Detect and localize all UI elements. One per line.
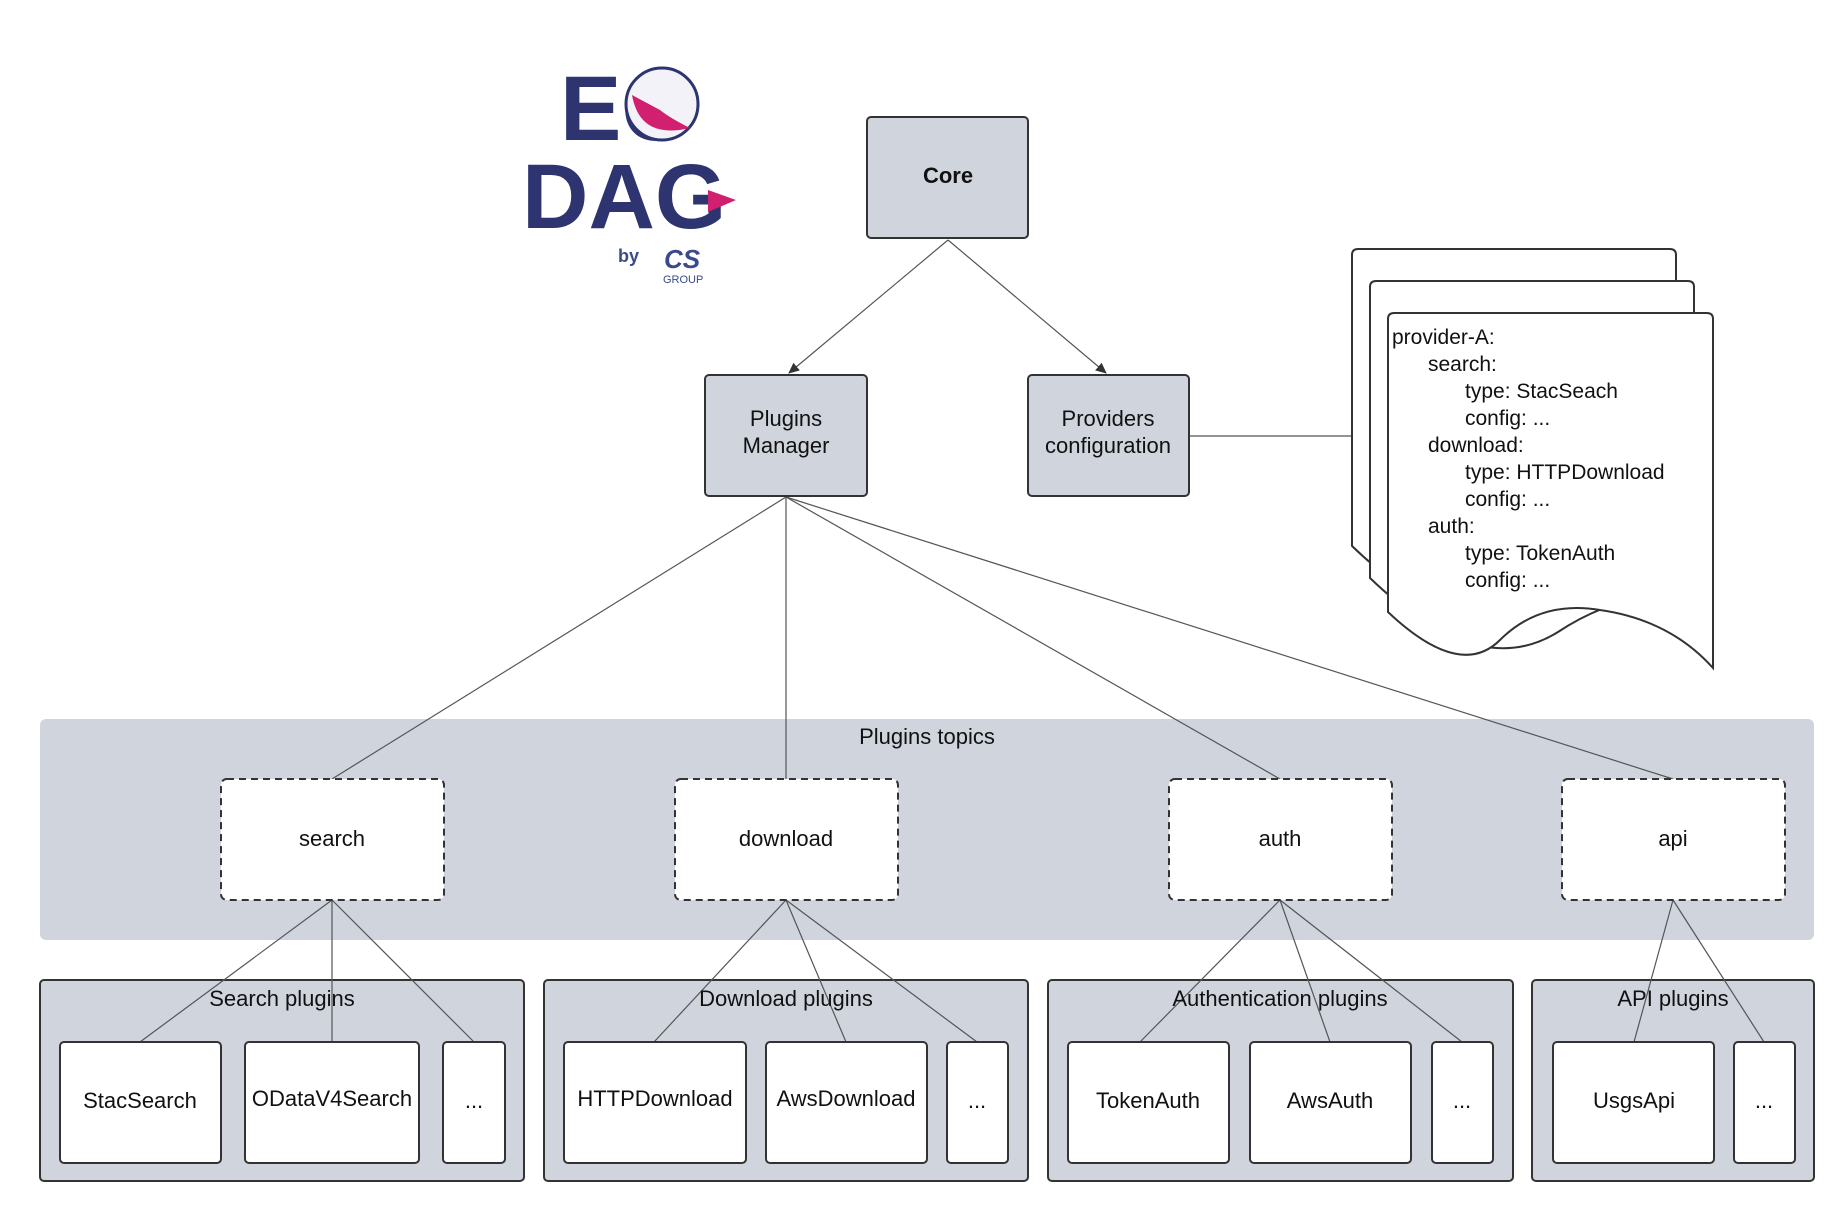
plugin-httpdownload[interactable] (563, 1041, 747, 1164)
plugin-stacsearch[interactable] (59, 1041, 222, 1164)
providers-configuration-label-line1: Providers (1062, 406, 1155, 431)
plugin-usgsapi-label: UsgsApi (1593, 1088, 1675, 1113)
logo-line2: DAG (522, 146, 726, 248)
plugin-httpdownload-label: HTTPDownload (577, 1086, 732, 1111)
topic-search-label: search (299, 826, 365, 851)
doc-line-download-type: type: HTTPDownload (1465, 461, 1665, 484)
logo-arrow-icon (708, 190, 736, 212)
edge-manager-api (785, 496, 1674, 780)
plugin-odatav4search-label: ODataV4Search (252, 1086, 412, 1111)
plugin-stacsearch-label: StacSearch (83, 1088, 197, 1113)
doc-line-download: download: (1428, 434, 1524, 457)
plugin-search-more-label: ... (465, 1088, 483, 1113)
core-node[interactable] (866, 116, 1029, 239)
plugins-topics-title: Plugins topics (859, 724, 995, 749)
topic-api[interactable] (1561, 778, 1786, 901)
topic-auth-label: auth (1259, 826, 1302, 851)
edge-manager-auth (785, 496, 1281, 780)
edge-api-more (1672, 899, 1765, 1043)
plugin-auth-more[interactable] (1431, 1041, 1494, 1164)
topic-api-label: api (1658, 826, 1687, 851)
plugin-awsdownload-label: AwsDownload (776, 1086, 915, 1111)
plugin-download-more[interactable] (946, 1041, 1009, 1164)
plugin-api-more[interactable] (1733, 1041, 1796, 1164)
plugin-awsauth[interactable] (1249, 1041, 1412, 1164)
topic-download[interactable] (674, 778, 899, 901)
topic-auth[interactable] (1168, 778, 1393, 901)
doc-line-auth-type: type: TokenAuth (1465, 542, 1615, 565)
plugin-odatav4search[interactable] (244, 1041, 420, 1164)
api-plugins-title: API plugins (1617, 986, 1728, 1011)
providers-configuration-label-line2: configuration (1045, 433, 1171, 458)
logo-globe-icon (624, 66, 700, 142)
plugin-api-more-label: ... (1755, 1088, 1773, 1113)
doc-line-search-type: type: StacSeach (1465, 380, 1618, 403)
edge-download-httpdownload (653, 899, 787, 1043)
provider-config-document: provider-A: search: type: StacSeach conf… (1351, 248, 1714, 671)
search-plugins-title: Search plugins (209, 986, 355, 1011)
edge-download-more (785, 899, 978, 1043)
plugin-tokenauth[interactable] (1067, 1041, 1230, 1164)
logo-by: by (618, 246, 639, 266)
plugins-manager-label-line2: Manager (743, 433, 830, 458)
core-label: Core (923, 163, 973, 188)
providers-configuration-node[interactable] (1027, 374, 1190, 497)
doc-line-download-config: config: ... (1465, 488, 1550, 511)
download-plugins-title: Download plugins (699, 986, 873, 1011)
edge-api-usgsapi (1633, 899, 1674, 1043)
doc-line-search: search: (1428, 353, 1497, 376)
doc-line-auth: auth: (1428, 515, 1475, 538)
edge-core-providers-configuration (947, 239, 1107, 374)
eodag-logo: EO DAG by CS GROUP (522, 58, 736, 286)
edge-download-awsdownload (785, 899, 847, 1043)
edge-core-plugins-manager (788, 239, 949, 374)
edges (139, 239, 1765, 1043)
doc-page-front (1387, 312, 1714, 671)
plugin-search-more[interactable] (442, 1041, 506, 1164)
logo-swoosh-icon (632, 95, 690, 131)
plugins-manager-node[interactable] (704, 374, 868, 497)
edge-auth-tokenauth (1139, 899, 1281, 1043)
edge-manager-search (331, 496, 787, 780)
plugin-awsdownload[interactable] (765, 1041, 928, 1164)
doc-line-search-config: config: ... (1465, 407, 1550, 430)
edge-search-more (331, 899, 475, 1043)
topic-search[interactable] (220, 778, 445, 901)
logo-brand: CS (664, 244, 701, 274)
doc-line-auth-config: config: ... (1465, 569, 1550, 592)
topic-download-label: download (739, 826, 833, 851)
doc-line-provider: provider-A: (1392, 326, 1495, 349)
authentication-plugins-title: Authentication plugins (1172, 986, 1387, 1011)
logo-group: GROUP (663, 274, 703, 286)
plugins-manager-label-line1: Plugins (750, 406, 822, 431)
edge-auth-more (1279, 899, 1463, 1043)
plugin-awsauth-label: AwsAuth (1287, 1088, 1373, 1113)
plugin-tokenauth-label: TokenAuth (1096, 1088, 1200, 1113)
plugin-auth-more-label: ... (1453, 1088, 1471, 1113)
edge-search-stacsearch (139, 899, 333, 1043)
plugin-download-more-label: ... (968, 1088, 986, 1113)
plugin-usgsapi[interactable] (1552, 1041, 1715, 1164)
edge-auth-awsauth (1279, 899, 1331, 1043)
